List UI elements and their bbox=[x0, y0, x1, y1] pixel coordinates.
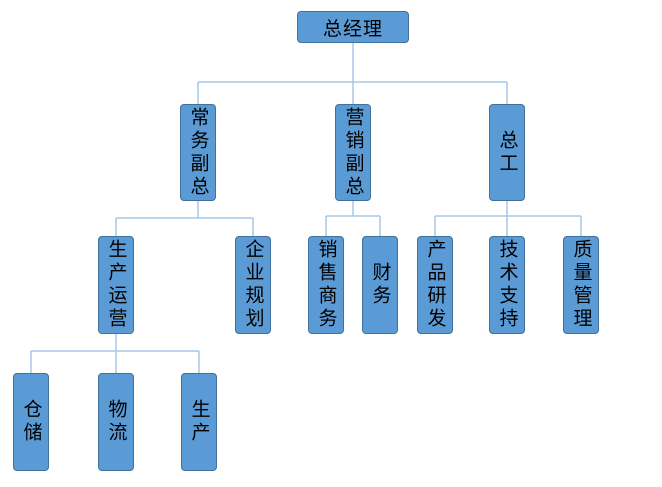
node-finance: 财务 bbox=[362, 236, 398, 334]
node-enterprise-planning: 企业规划 bbox=[235, 236, 271, 334]
node-production: 生产 bbox=[181, 373, 217, 471]
node-sales-business: 销售商务 bbox=[308, 236, 344, 334]
node-vp-marketing: 营销副总 bbox=[335, 104, 371, 201]
node-vp-operations: 常务副总 bbox=[180, 104, 216, 201]
node-chief-engineer: 总工 bbox=[489, 104, 525, 201]
node-product-rd: 产品研发 bbox=[417, 236, 453, 334]
node-logistics: 物流 bbox=[98, 373, 134, 471]
node-production-ops: 生产运营 bbox=[98, 236, 134, 334]
node-ceo: 总经理 bbox=[297, 11, 409, 43]
node-quality-mgmt: 质量管理 bbox=[563, 236, 599, 334]
node-warehouse: 仓储 bbox=[13, 373, 49, 471]
node-tech-support: 技术支持 bbox=[489, 236, 525, 334]
